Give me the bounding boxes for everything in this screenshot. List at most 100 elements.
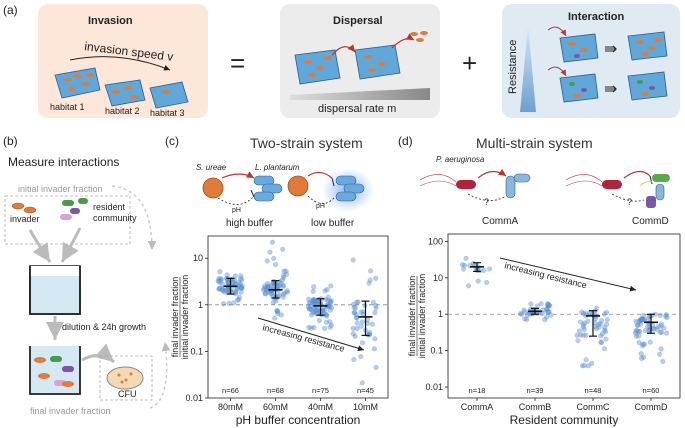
data-point <box>232 277 238 283</box>
sample-count-label: n=66 <box>222 386 239 395</box>
data-point <box>311 298 318 304</box>
data-point <box>640 313 646 319</box>
y-tick-label: 1 <box>198 300 203 310</box>
data-point <box>373 305 379 311</box>
dispersing-cells-icon <box>410 31 428 42</box>
data-point <box>238 285 244 291</box>
data-point <box>583 332 589 338</box>
data-point <box>459 262 466 268</box>
data-point <box>373 275 379 281</box>
y-axis-label-top: final invader fraction <box>170 277 180 358</box>
data-point <box>306 324 312 331</box>
low-buffer-label: low buffer <box>311 218 355 229</box>
data-point <box>640 316 646 322</box>
data-point <box>272 315 278 321</box>
data-point <box>576 328 583 334</box>
data-point <box>311 284 317 290</box>
final-fraction-label: final invader fraction <box>30 406 111 416</box>
data-point <box>350 325 356 331</box>
data-point <box>368 268 374 274</box>
data-point <box>224 272 230 278</box>
invasion-title: Invasion <box>88 15 133 27</box>
data-point <box>603 329 609 335</box>
data-point <box>271 255 277 261</box>
data-point <box>306 306 313 312</box>
data-point <box>581 362 587 369</box>
trend-arrow <box>257 317 365 352</box>
data-point <box>461 262 468 269</box>
data-point <box>323 319 329 325</box>
data-point <box>280 273 286 279</box>
data-point <box>603 309 610 316</box>
data-point <box>313 308 319 314</box>
data-point <box>223 288 229 294</box>
data-point <box>651 326 657 332</box>
data-point <box>232 273 238 279</box>
data-point <box>276 283 282 289</box>
data-point <box>327 319 333 325</box>
panel-d-label: (d) <box>398 134 413 148</box>
data-point <box>633 328 639 334</box>
invader-arrow <box>28 229 52 263</box>
data-point <box>269 239 276 245</box>
data-point <box>582 320 588 326</box>
y-tick-label: 0.1 <box>430 346 443 356</box>
cfu-label: CFU <box>118 389 137 399</box>
data-point <box>278 312 284 318</box>
invader-label: invader <box>10 214 40 224</box>
growth-label: dilution & 24h growth <box>62 322 146 332</box>
data-point <box>634 328 640 334</box>
data-point <box>305 304 311 310</box>
data-point <box>273 262 279 268</box>
data-point <box>657 329 663 336</box>
habitat-3-icon <box>149 81 189 109</box>
data-point <box>324 287 330 293</box>
sample-count-label: n=68 <box>267 386 284 395</box>
data-point <box>306 296 312 302</box>
data-point <box>664 330 670 336</box>
initial-fraction-link <box>111 185 157 251</box>
data-point <box>598 339 604 345</box>
data-point <box>367 277 373 283</box>
data-point <box>280 284 286 290</box>
data-point <box>311 324 317 331</box>
data-point <box>641 341 648 347</box>
data-point <box>637 317 643 323</box>
data-point <box>308 307 314 313</box>
y-tick-label: 0.1 <box>190 346 203 356</box>
data-point <box>593 326 600 332</box>
comm-d-question-mark: ? <box>627 197 632 207</box>
dispersal-habitat-right-icon <box>354 44 401 80</box>
sample-count-label: n=18 <box>469 386 486 395</box>
panel-a: (a) Invasion invasion speed v habitat 1 … <box>3 3 680 118</box>
community-label: community <box>93 213 137 223</box>
data-point <box>599 331 605 337</box>
data-point <box>352 305 358 311</box>
data-point <box>359 380 365 386</box>
data-point <box>539 310 545 317</box>
data-point <box>359 340 365 346</box>
data-point <box>373 364 379 371</box>
data-point <box>544 306 550 312</box>
panel-c-label: (c) <box>165 134 179 148</box>
invader-cells-icon <box>11 202 37 214</box>
dispersal-rate-label: dispersal rate m <box>318 103 396 115</box>
data-point <box>350 331 356 337</box>
data-point <box>647 339 653 345</box>
sample-count-label: n=48 <box>585 386 602 395</box>
y-tick-label: 1 <box>438 309 443 319</box>
data-point <box>238 284 244 291</box>
data-point <box>545 301 551 307</box>
data-point <box>328 322 334 328</box>
data-point <box>328 299 334 305</box>
data-point <box>596 324 602 330</box>
data-point <box>460 266 466 272</box>
panel-b: (b) Measure interactions initial invader… <box>3 134 171 416</box>
data-point <box>310 298 316 304</box>
data-point <box>217 285 223 291</box>
svg-text:⇛: ⇛ <box>604 81 617 98</box>
data-point <box>635 322 641 328</box>
resistance-wedge <box>520 24 536 112</box>
data-point <box>308 303 314 309</box>
data-point <box>484 279 490 286</box>
